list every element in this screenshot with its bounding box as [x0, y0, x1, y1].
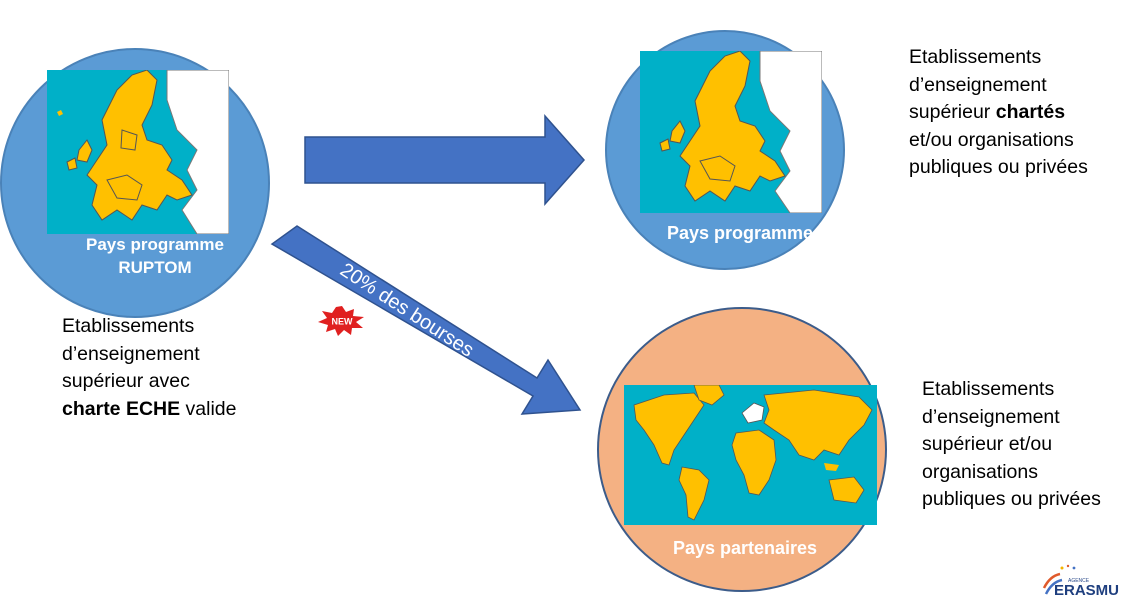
erasmus-logo: AGENCE ERASMU: [1040, 562, 1146, 601]
desc-line: Etablissements: [62, 315, 195, 337]
desc-line: supérieur et/ou: [922, 433, 1053, 455]
logo-text: ERASMU: [1054, 582, 1119, 596]
partner-description: Etablissements d’enseignement supérieur …: [922, 376, 1101, 514]
desc-line: d’enseignement: [62, 342, 200, 365]
source-label-line1: Pays programme: [86, 235, 224, 254]
world-map-partner: [624, 385, 877, 525]
desc-line: publiques ou privées: [922, 488, 1101, 510]
desc-line: publiques ou privées: [909, 156, 1088, 178]
new-badge: NEW: [318, 306, 366, 341]
europe-map-program: [640, 51, 822, 213]
desc-line: d’enseignement: [909, 73, 1047, 96]
source-label-line2: RUPTOM: [118, 258, 192, 277]
europe-map-source: [47, 70, 229, 234]
desc-rest: valide: [180, 397, 237, 420]
desc-line: supérieur chartés: [909, 99, 1088, 127]
desc-line: supérieur avec: [62, 370, 190, 392]
desc-line: organisations: [922, 460, 1038, 483]
desc-line: Etablissements: [909, 46, 1042, 68]
desc-bold: chartés: [995, 101, 1066, 123]
desc-line: d’enseignement: [922, 405, 1060, 428]
desc-bold: charte ECHE: [62, 397, 181, 420]
desc-line: et/ou organisations: [909, 128, 1074, 151]
program-description: Etablissements d’enseignement supérieur …: [909, 44, 1088, 182]
program-label: Pays programme: [666, 223, 814, 243]
arrow-to-partner: [270, 225, 582, 415]
new-badge-text: NEW: [332, 317, 354, 327]
logo-small-text: AGENCE: [1068, 578, 1090, 584]
partner-label: Pays partenaires: [672, 538, 818, 558]
desc-line: Etablissements: [922, 378, 1055, 400]
arrow-to-program: [304, 114, 586, 206]
desc-pre: supérieur: [909, 101, 996, 123]
desc-line: charte ECHE valide: [62, 396, 237, 424]
source-description: Etablissements d’enseignement supérieur …: [62, 313, 237, 423]
